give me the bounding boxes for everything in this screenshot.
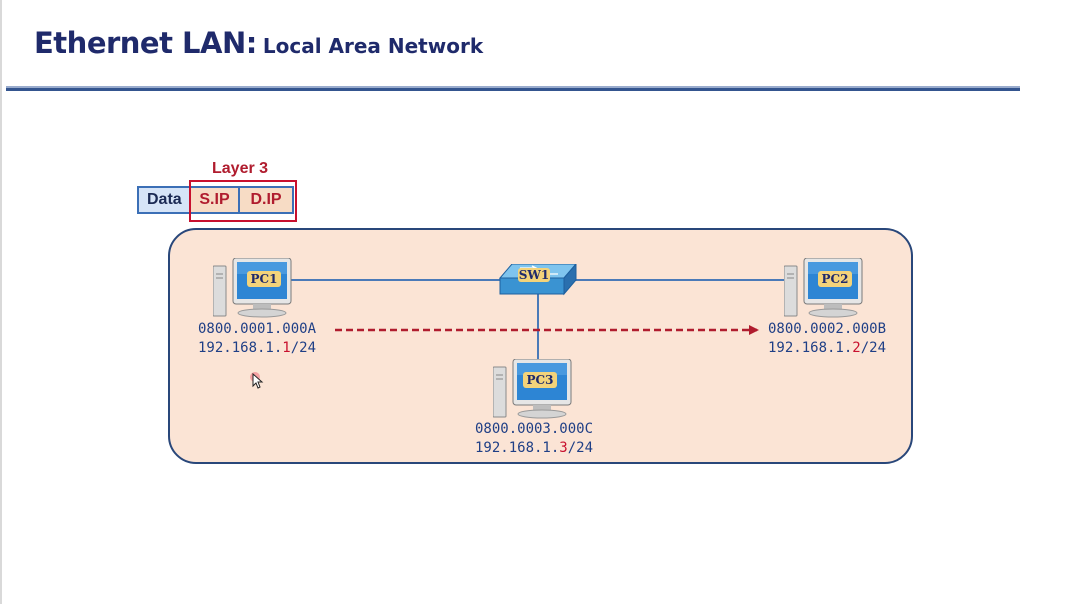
pc3-mac: 0800.0003.000C [475,421,594,437]
pc2-mac: 0800.0002.000B [768,321,887,337]
layer3-highlight-box [189,180,297,222]
pc3-address: 0800.0003.000C 192.168.1.3/24 [475,420,593,458]
packet-field-data: Data [139,188,191,212]
pc3-label: PC3 [523,372,557,388]
pointer-cursor-icon [249,369,265,393]
pc1-ip: 192.168.1.1/24 [198,340,317,356]
switch-label: SW1 [518,268,550,282]
pc2-ip: 192.168.1.2/24 [768,340,887,356]
pc3-ip: 192.168.1.3/24 [475,440,594,456]
slide-title-main: Ethernet LAN: [34,26,257,60]
pc3-device[interactable]: PC3 [492,358,573,425]
packet-header: Data S.IP D.IP [137,186,294,214]
layer3-label: Layer 3 [212,160,269,177]
pc1-address: 0800.0001.000A 192.168.1.1/24 [198,320,316,358]
pc-icon [783,257,863,318]
title-divider [6,86,1020,92]
switch-device[interactable]: SW1 [498,262,578,302]
slide-title-sub: Local Area Network [262,34,484,58]
pc-icon [212,257,292,318]
packet-field-source-ip: S.IP [191,188,240,212]
pc1-mac: 0800.0001.000A [198,321,317,337]
packet-field-destination-ip: D.IP [240,188,292,212]
pc1-label: PC1 [247,271,281,287]
pc2-address: 0800.0002.000B 192.168.1.2/24 [768,320,886,358]
slide-left-edge [0,0,2,604]
pc2-device[interactable]: PC2 [783,257,864,324]
pc-icon [492,358,572,419]
pc2-label: PC2 [818,271,852,287]
pc1-device[interactable]: PC1 [212,257,293,324]
slide-title: Ethernet LAN:Local Area Network [34,26,483,60]
